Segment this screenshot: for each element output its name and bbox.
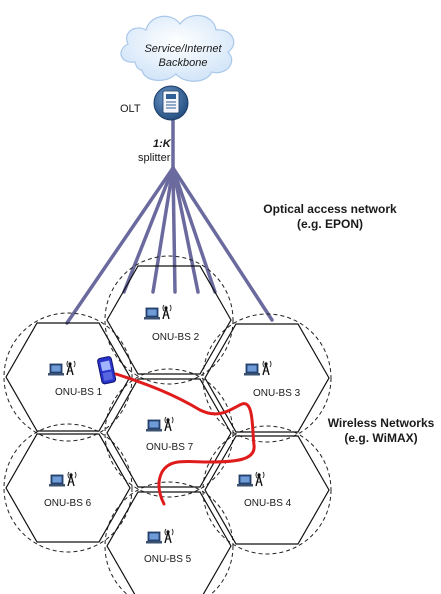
optical-network-subtitle: (e.g. EPON): [297, 217, 363, 231]
onu-bs-4-icon: [236, 471, 265, 488]
cell-label-4: ONU-BS 4: [244, 498, 292, 509]
optical-network-title: Optical access network: [263, 202, 397, 216]
onu-bs-1-icon: [47, 360, 76, 377]
cloud-title: Service/Internet: [144, 43, 222, 55]
olt-label: OLT: [120, 103, 141, 115]
splitter-ratio: 1:K: [153, 138, 172, 150]
olt-device: [153, 85, 189, 121]
mobility-route: [114, 372, 256, 506]
hex-cells: [5, 265, 330, 594]
onu-bs-5-icon: [145, 528, 174, 545]
onu-bs-2-icon: [143, 304, 172, 321]
cell-label-3: ONU-BS 3: [253, 388, 301, 399]
cell-label-6: ONU-BS 6: [44, 498, 92, 509]
mobile-phone-icon: [97, 356, 117, 385]
cloud-subtitle: Backbone: [159, 57, 208, 69]
internet-cloud: Service/Internet Backbone: [120, 14, 235, 82]
cell-label-5: ONU-BS 5: [144, 554, 192, 565]
wireless-network-subtitle: (e.g. WiMAX): [344, 431, 417, 445]
wireless-network-title: Wireless Networks: [328, 416, 435, 430]
fiber-lines: [65, 115, 274, 325]
splitter-label: splitter: [138, 152, 171, 164]
coverage-circles: [3, 255, 332, 594]
cell-label-1: ONU-BS 1: [55, 387, 103, 398]
onu-bs-3-icon: [243, 360, 272, 377]
cell-label-7: ONU-BS 7: [146, 442, 194, 453]
onu-bs-6-icon: [48, 471, 77, 488]
onu-bs-7-icon: [145, 416, 174, 433]
cell-label-2: ONU-BS 2: [152, 332, 200, 343]
